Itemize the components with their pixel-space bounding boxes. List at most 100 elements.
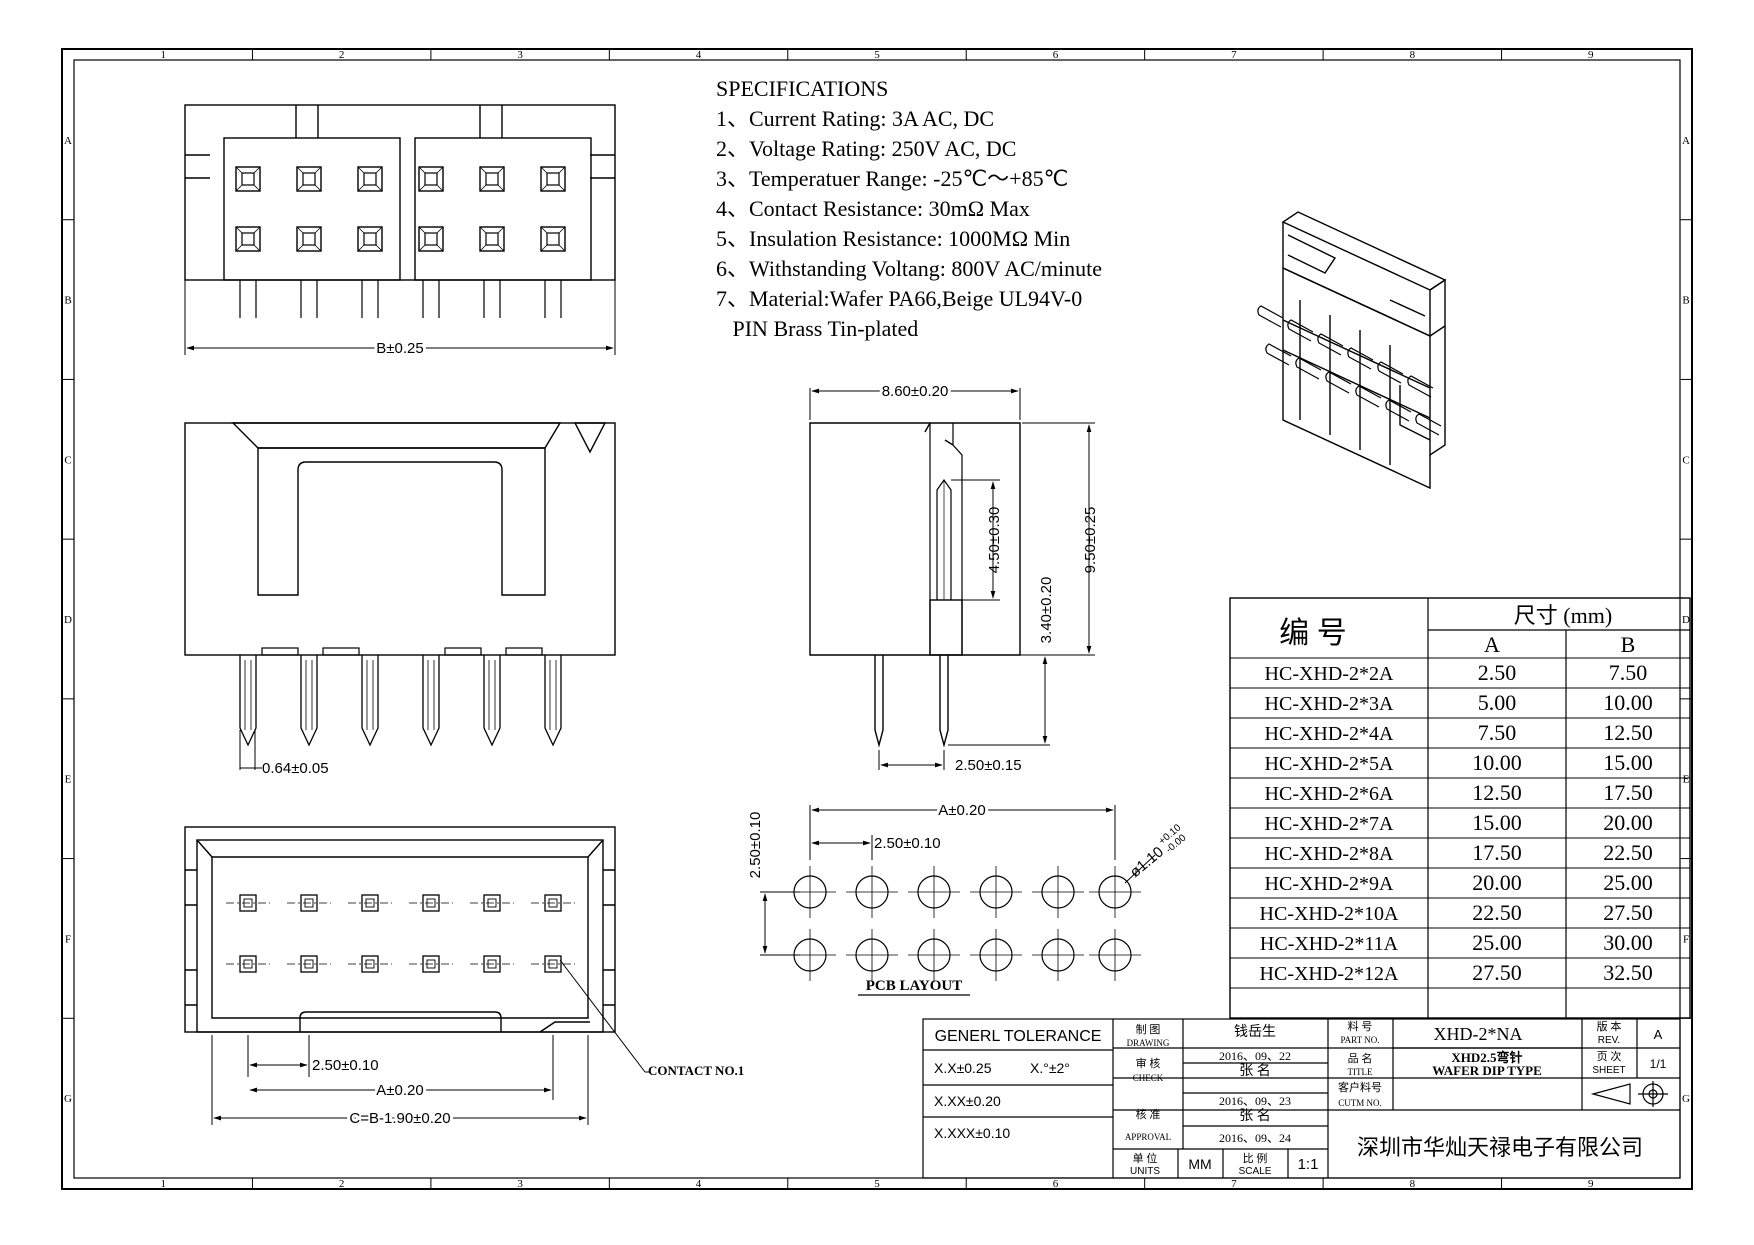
zone-row-label: C xyxy=(64,454,71,466)
specifications-block: SPECIFICATIONS 1、Current Rating: 3A AC, … xyxy=(716,76,1102,341)
table-cell-a: 10.00 xyxy=(1472,750,1522,775)
table-cell-code: HC-XHD-2*2A xyxy=(1265,663,1394,685)
bottom-contact xyxy=(409,894,453,912)
dimension-pcb-row-pitch: 2.50±0.10 xyxy=(747,812,764,879)
dimension-depth: 8.60±0.20 xyxy=(882,383,949,400)
zone-column-label: 5 xyxy=(874,1178,880,1190)
zone-row-label: D xyxy=(64,614,72,626)
front-pin xyxy=(544,655,562,747)
dimension-pin-thickness: 0.64±0.05 xyxy=(262,760,329,777)
iso-pin xyxy=(1325,371,1352,394)
units-value: MM xyxy=(1188,1156,1211,1172)
bottom-contact xyxy=(226,955,270,973)
dimension-bottom-a: A±0.20 xyxy=(376,1082,423,1099)
rev-label-en: REV. xyxy=(1598,1035,1620,1046)
pcb-hole xyxy=(908,929,960,981)
top-view-contacts xyxy=(235,166,566,318)
contact-no1-label: CONTACT NO.1 xyxy=(648,1063,744,1078)
contact-cavity xyxy=(540,226,566,252)
bottom-view xyxy=(184,826,650,1125)
sheet-label-en: SHEET xyxy=(1592,1065,1625,1076)
table-cell-a: 15.00 xyxy=(1472,810,1522,835)
zone-column-label: 4 xyxy=(696,49,702,61)
specification-line: 7、Material:Wafer PA66,Beige UL94V-0 xyxy=(716,286,1082,311)
table-header-code: 编 号 xyxy=(1279,617,1347,650)
side-view xyxy=(809,388,1095,770)
table-cell-b: 32.50 xyxy=(1603,960,1653,985)
specification-line: 6、Withstanding Voltang: 800V AC/minute xyxy=(716,256,1102,281)
bottom-contact xyxy=(531,894,575,912)
zone-row-label: E xyxy=(1683,774,1690,786)
specification-line: 2、Voltage Rating: 250V AC, DC xyxy=(716,136,1016,161)
zone-column-label: 6 xyxy=(1053,1178,1059,1190)
iso-pin xyxy=(1265,343,1292,366)
table-cell-code: HC-XHD-2*8A xyxy=(1265,843,1394,865)
specifications-heading: SPECIFICATIONS xyxy=(716,76,888,101)
drawing-label-en: DRAWING xyxy=(1127,1038,1170,1048)
table-cell-a: 7.50 xyxy=(1478,720,1517,745)
tolerance-x: X.X±0.25 xyxy=(934,1060,992,1076)
table-cell-code: HC-XHD-2*4A xyxy=(1265,723,1394,745)
zone-column-label: 9 xyxy=(1588,49,1594,61)
table-cell-b: 15.00 xyxy=(1603,750,1653,775)
specification-line: 4、Contact Resistance: 30mΩ Max xyxy=(716,196,1030,221)
title-value-line2: WAFER DIP TYPE xyxy=(1432,1063,1542,1078)
table-cell-a: 12.50 xyxy=(1472,780,1522,805)
check-name: 张 名 xyxy=(1239,1063,1271,1079)
approval-label-en: APPROVAL xyxy=(1125,1132,1171,1142)
table-header-size: 尺寸 (mm) xyxy=(1514,603,1612,628)
bottom-contact xyxy=(409,955,453,973)
table-cell-b: 7.50 xyxy=(1609,660,1648,685)
table-cell-a: 5.00 xyxy=(1478,690,1517,715)
contact-cavity xyxy=(479,226,505,252)
iso-pin xyxy=(1295,357,1322,380)
iso-pin xyxy=(1355,385,1382,408)
approval-date: 2016、09、24 xyxy=(1219,1131,1291,1145)
iso-pin xyxy=(1317,333,1344,356)
iso-pin xyxy=(1377,361,1404,384)
drawing-label-cn: 制 图 xyxy=(1136,1023,1161,1036)
bottom-contact xyxy=(348,955,392,973)
top-view xyxy=(184,104,616,355)
zone-column-label: 3 xyxy=(517,49,523,61)
zone-row-label: F xyxy=(65,933,71,945)
table-cell-code: HC-XHD-2*10A xyxy=(1260,903,1399,925)
pcb-hole xyxy=(1032,866,1084,918)
partno-value: XHD-2*NA xyxy=(1434,1024,1523,1044)
standoff-tab xyxy=(322,647,360,656)
front-pin xyxy=(361,655,379,747)
specification-lines: 1、Current Rating: 3A AC, DC2、Voltage Rat… xyxy=(716,106,1102,341)
zone-column-label: 8 xyxy=(1410,1178,1416,1190)
pcb-layout-label: PCB LAYOUT xyxy=(866,978,963,994)
zone-row-label: B xyxy=(64,295,71,307)
table-cell-a: 25.00 xyxy=(1472,930,1522,955)
contact-cavity xyxy=(296,226,322,252)
isometric-view xyxy=(1257,211,1447,490)
tolerance-xx: X.XX±0.20 xyxy=(934,1093,1001,1109)
iso-pin xyxy=(1415,413,1442,436)
iso-pin xyxy=(1347,347,1374,370)
zone-row-label: G xyxy=(64,1093,72,1105)
zone-row-label: A xyxy=(1682,135,1690,147)
dimension-row-spacing: 2.50±0.15 xyxy=(955,757,1022,774)
bottom-contact xyxy=(287,955,331,973)
bottom-contact xyxy=(531,955,575,973)
rev-value: A xyxy=(1654,1027,1663,1042)
scale-label-en: SCALE xyxy=(1239,1166,1272,1177)
pcb-hole xyxy=(846,929,898,981)
units-label-en: UNITS xyxy=(1130,1166,1160,1177)
zone-row-label: E xyxy=(65,774,72,786)
table-col-a: A xyxy=(1484,632,1500,657)
